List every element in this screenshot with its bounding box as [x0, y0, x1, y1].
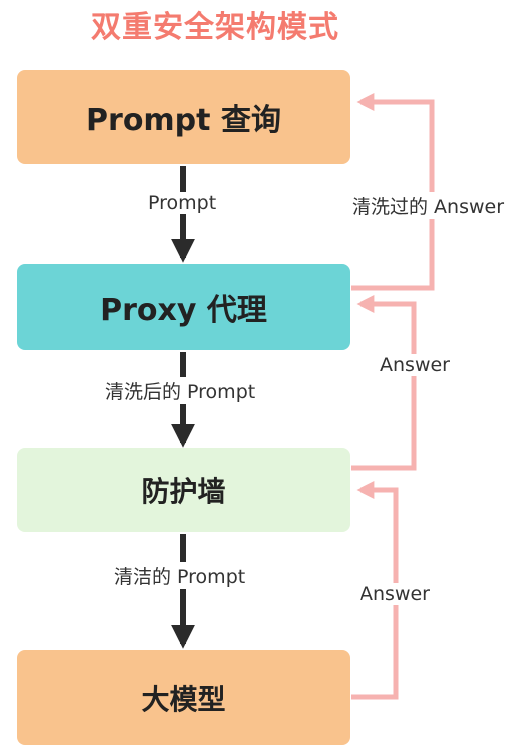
- node-proxy: Proxy 代理: [17, 264, 350, 350]
- node-prompt-query: Prompt 查询: [17, 70, 350, 164]
- node-llm: 大模型: [17, 650, 350, 745]
- edge-label-clean-prompt: 清洁的 Prompt: [112, 562, 248, 589]
- edge-label-cleaned-answer: 清洗过的 Answer: [350, 192, 507, 219]
- edge-label-answer-to-firewall: Answer: [358, 583, 432, 605]
- diagram-title: 双重安全架构模式: [91, 10, 339, 45]
- node-firewall: 防护墙: [17, 448, 350, 532]
- edge-label-prompt: Prompt: [146, 192, 219, 214]
- return-arrow-firewall-to-proxy: [351, 295, 417, 471]
- edge-label-answer-to-proxy: Answer: [378, 354, 452, 376]
- edge-label-cleaned-prompt: 清洗后的 Prompt: [103, 377, 258, 404]
